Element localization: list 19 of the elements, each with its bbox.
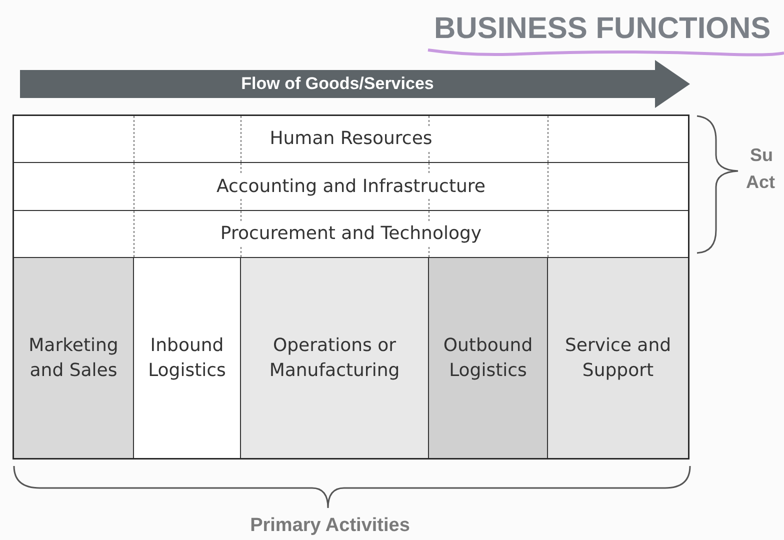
support-activity-band xyxy=(14,163,688,211)
primary-activity-cell xyxy=(548,258,688,458)
arrow-label: Flow of Goods/Services xyxy=(240,73,435,95)
activity-name: Marketing and Sales xyxy=(28,334,120,383)
support-activity-band xyxy=(14,211,688,258)
primary-activity-cell xyxy=(429,258,548,458)
activity-name: Service and Support xyxy=(564,334,672,383)
primary-activity-cell xyxy=(241,258,429,458)
activity-name: Operations or Manufacturing xyxy=(268,334,401,383)
activity-name: Inbound Logistics xyxy=(147,334,227,383)
primary-activity-cell xyxy=(134,258,241,458)
bracket-label: Act xyxy=(746,172,776,193)
primary-activity-cell xyxy=(14,258,134,458)
bracket-label: Primary Activities xyxy=(249,515,411,537)
activity-name: Accounting and Infrastructure xyxy=(214,174,488,200)
support-activity-band xyxy=(14,116,688,163)
activity-name: Outbound Logistics xyxy=(442,334,534,383)
title: BUSINESS FUNCTIONS xyxy=(434,12,771,46)
bracket-label: Su xyxy=(750,145,774,166)
